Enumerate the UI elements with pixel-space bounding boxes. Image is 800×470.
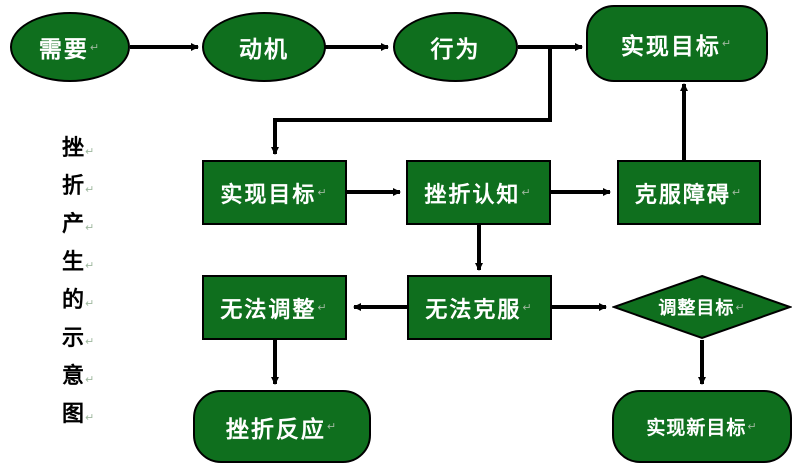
goal-mid-node: 实现目标↵: [202, 160, 347, 225]
new-goal-node: 实现新目标↵: [612, 390, 792, 463]
side-title-char: 折↵: [62, 174, 95, 199]
reaction-node: 挫折反应↵: [193, 390, 371, 463]
side-title-char: 图↵: [62, 402, 95, 427]
motive-node: 动机: [202, 12, 326, 82]
adjust-goal-label: 调整目标: [658, 298, 735, 319]
need-label: 需要: [38, 37, 89, 63]
cannot-overcome-label: 无法克服: [425, 297, 522, 323]
overcome-label: 克服障碍: [634, 182, 731, 208]
paragraph-mark: ↵: [326, 420, 339, 433]
reaction-label: 挫折反应: [225, 416, 326, 443]
side-title-char: 的↵: [62, 288, 95, 313]
goal-top-node: 实现目标↵: [586, 5, 768, 82]
behavior-label: 行为: [430, 37, 481, 63]
side-title-char: 意↵: [62, 364, 95, 389]
paragraph-mark: ↵: [747, 420, 758, 433]
adjust-goal-node: 调整目标↵: [612, 274, 792, 340]
cannot-adjust-node: 无法调整↵: [202, 275, 347, 340]
motive-label: 动机: [239, 37, 289, 63]
new-goal-label: 实现新目标: [646, 417, 747, 439]
side-title-char: 挫↵: [62, 136, 95, 161]
paragraph-mark: ↵: [317, 301, 329, 314]
paragraph-mark: ↵: [521, 186, 533, 199]
paragraph-mark: ↵: [89, 40, 102, 54]
paragraph-mark: ↵: [522, 301, 534, 314]
cannot-adjust-label: 无法调整: [220, 297, 317, 323]
paragraph-mark: ↵: [731, 186, 744, 199]
adjust-goal-label-wrap: 调整目标↵: [612, 274, 792, 340]
behavior-node: 行为: [393, 12, 518, 82]
goal-top-label: 实现目标: [620, 33, 721, 60]
cognition-label: 挫折认知: [424, 182, 521, 208]
side-title-char: 示↵: [62, 326, 95, 351]
side-title-char: 产↵: [62, 212, 95, 237]
paragraph-mark: ↵: [721, 37, 734, 50]
paragraph-mark: ↵: [317, 186, 329, 199]
diamond-shape: [612, 274, 792, 340]
goal-mid-label: 实现目标: [220, 182, 317, 208]
side-title: 挫↵ 折↵ 产↵ 生↵ 的↵ 示↵ 意↵ 图↵: [62, 130, 102, 434]
arrow-behavior-to-goal-mid: [271, 47, 552, 155]
paragraph-mark: ↵: [735, 300, 746, 314]
side-title-char: 生↵: [62, 250, 95, 275]
cannot-overcome-node: 无法克服↵: [407, 275, 552, 340]
cognition-node: 挫折认知↵: [406, 160, 551, 225]
need-node: 需要↵: [10, 12, 130, 82]
overcome-node: 克服障碍↵: [617, 160, 761, 225]
